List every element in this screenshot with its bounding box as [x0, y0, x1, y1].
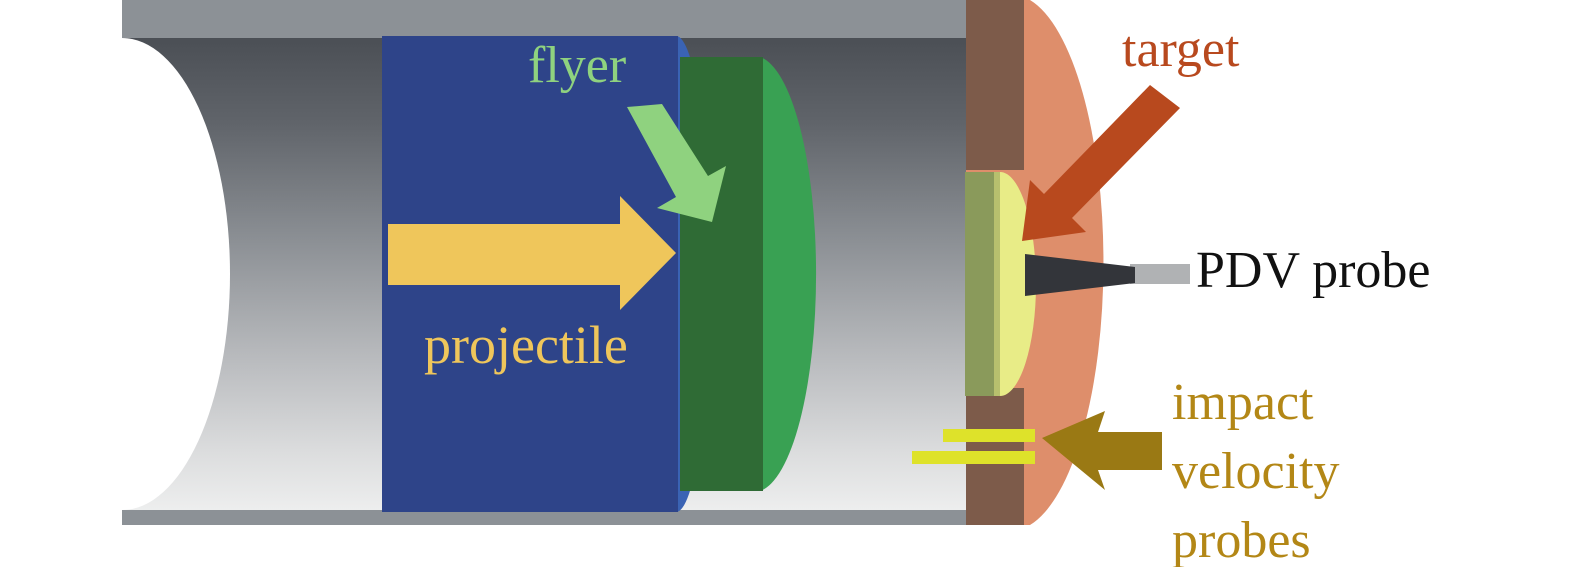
projectile-arrow	[388, 196, 676, 310]
impact-velocity-probe-upper	[943, 429, 1035, 442]
label-impact-velocity-line-1: impact	[1172, 374, 1314, 431]
label-projectile: projectile	[424, 315, 628, 375]
target-callout-arrow-shape	[1022, 85, 1180, 241]
projectile-arrow-shape	[388, 196, 676, 310]
flyer-callout-arrow	[627, 104, 726, 222]
impact-velocity-callout-arrow-shape	[1042, 411, 1162, 490]
label-impact-velocity-line-3: probes	[1172, 512, 1311, 567]
flyer	[680, 57, 817, 491]
pdv-probe-cable	[1130, 264, 1190, 284]
impact-velocity-probes	[912, 429, 1035, 464]
label-flyer: flyer	[528, 37, 627, 94]
label-impact-velocity-line-2: velocity	[1172, 443, 1340, 501]
barrel-wall-bottom	[122, 510, 970, 525]
flyer-callout-arrow-shape	[627, 104, 726, 222]
label-pdv-probe: PDV probe	[1196, 242, 1431, 299]
target-disk-body	[965, 172, 995, 396]
flyer-body	[680, 57, 763, 491]
target-disk-edge	[994, 172, 1000, 396]
pdv-probe	[1025, 254, 1190, 296]
barrel-wall-top	[122, 0, 970, 38]
barrel-mouth-cutaway	[122, 38, 230, 510]
impact-velocity-callout-arrow	[1042, 411, 1162, 490]
impact-velocity-probe-lower	[912, 451, 1035, 464]
target-callout-arrow	[1022, 85, 1180, 241]
label-target: target	[1122, 21, 1240, 78]
pdv-probe-body	[1025, 254, 1135, 296]
target-mount-upper	[966, 0, 1024, 170]
label-impact-velocity-probes: impact velocity probes	[1172, 368, 1340, 567]
